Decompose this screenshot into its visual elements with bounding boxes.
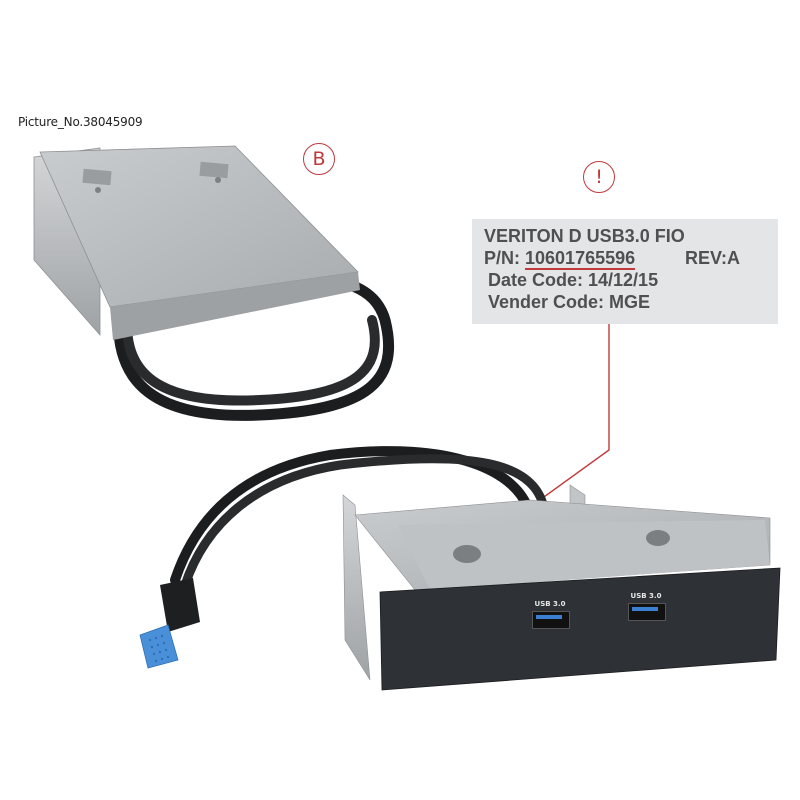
part-number-value: 10601765596 <box>525 248 636 270</box>
usb-port-2: USB 3.0 <box>626 592 668 621</box>
usb-port-label: USB 3.0 <box>630 592 662 600</box>
header-cable <box>170 446 535 585</box>
front-bezel <box>379 567 781 691</box>
usb3-header-connector <box>139 578 200 669</box>
label-part-number: P/N: 10601765596 <box>484 247 778 270</box>
front-panel-view <box>139 446 781 691</box>
part-number-prefix: P/N: <box>484 248 526 268</box>
usb-port-tongue <box>632 607 658 611</box>
attention-callout-badge: ! <box>583 161 615 193</box>
usb-port-label: USB 3.0 <box>534 600 566 608</box>
label-date-code: Date Code: 14/12/15 <box>488 270 659 290</box>
bracket-callout-letter: B <box>312 148 326 170</box>
picture-number-caption: Picture_No.38045909 <box>18 115 143 129</box>
usb-port-tongue <box>536 615 562 619</box>
callout-pointer-line <box>518 324 610 516</box>
label-vendor-code: Vender Code: MGE <box>488 292 651 312</box>
bracket-top-view <box>33 145 395 421</box>
exclamation-icon: ! <box>595 166 603 188</box>
cable-loop <box>113 269 395 421</box>
label-title: VERITON D USB3.0 FIO <box>484 226 685 246</box>
product-label: VERITON D USB3.0 FIO P/N: 10601765596 RE… <box>472 219 778 324</box>
label-revision: REV:A <box>685 248 741 268</box>
bracket-callout-badge: B <box>303 143 335 175</box>
usb-port-1: USB 3.0 <box>530 600 572 629</box>
